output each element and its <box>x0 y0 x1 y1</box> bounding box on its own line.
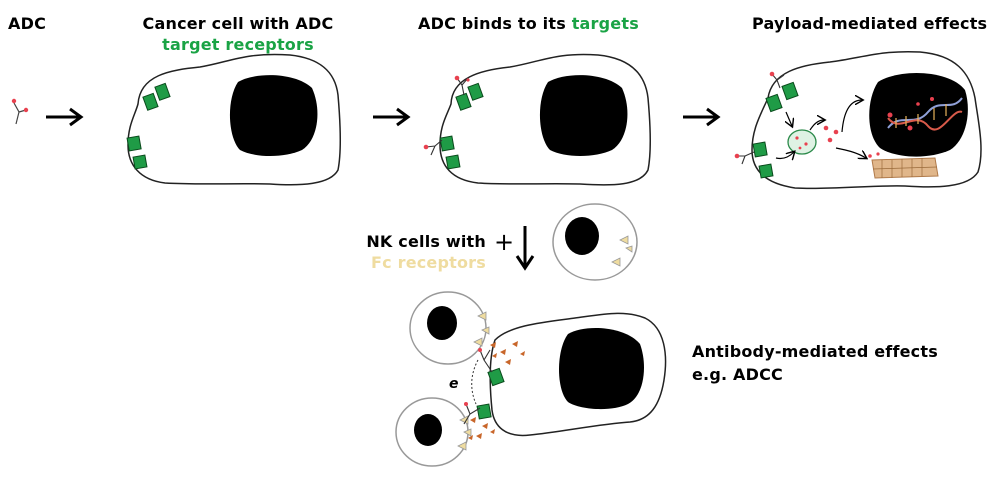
pathway-b-arrow <box>809 120 824 131</box>
nucleus-2 <box>539 75 628 156</box>
cancer-cell-title-line2: target receptors <box>162 35 314 54</box>
cancer-cell-title: Cancer cell with ADC target receptors <box>138 14 338 54</box>
arrow-right-1 <box>46 107 84 127</box>
pathway-e-label: e <box>449 376 459 392</box>
plus-sign: + <box>494 228 515 256</box>
cancer-cell-title-line1: Cancer cell with ADC <box>142 14 334 33</box>
endosome <box>787 129 817 155</box>
nk-cell-lower-left <box>395 397 472 467</box>
arrow-down <box>515 226 535 271</box>
cancer-cell-1 <box>126 53 342 186</box>
nk-cell-upper-left <box>409 291 490 365</box>
nucleus-1 <box>229 75 318 156</box>
free-payload <box>823 125 839 143</box>
arrow-right-3 <box>683 107 721 127</box>
binds-title-prefix: ADC binds to its <box>418 14 572 33</box>
pathway-a-arrow <box>775 152 794 159</box>
microtubule <box>868 152 939 179</box>
antibody-effects-line1: Antibody-mediated effects <box>692 342 938 361</box>
binds-title: ADC binds to its targets <box>418 14 639 33</box>
adc-molecule <box>11 98 29 125</box>
binds-title-highlight: targets <box>571 14 639 33</box>
pathway-c-arrow <box>835 147 866 158</box>
payload-title: Payload-mediated effects <box>752 14 988 33</box>
nk-cells-label-line1: NK cells with <box>366 232 486 251</box>
nk-cells-label-line2: Fc receptors <box>371 253 486 272</box>
nk-cells-label: NK cells with Fc receptors <box>356 232 486 272</box>
antibody-effects-line2: e.g. ADCC <box>692 365 783 384</box>
dna-helix <box>887 97 963 131</box>
antibody-effects-label: Antibody-mediated effects e.g. ADCC <box>692 342 938 384</box>
internalization-arrow <box>786 111 792 126</box>
cancer-cell-3 <box>734 50 982 190</box>
arrow-right-2 <box>373 107 411 127</box>
pathway-d-arrow <box>841 100 862 133</box>
adcc-cancer-cell <box>476 312 667 437</box>
cancer-cell-2 <box>423 53 652 186</box>
adc-title: ADC <box>8 14 47 33</box>
perforin-granules <box>468 341 525 440</box>
dna-payload <box>887 97 934 131</box>
nk-cell-top <box>552 203 638 281</box>
